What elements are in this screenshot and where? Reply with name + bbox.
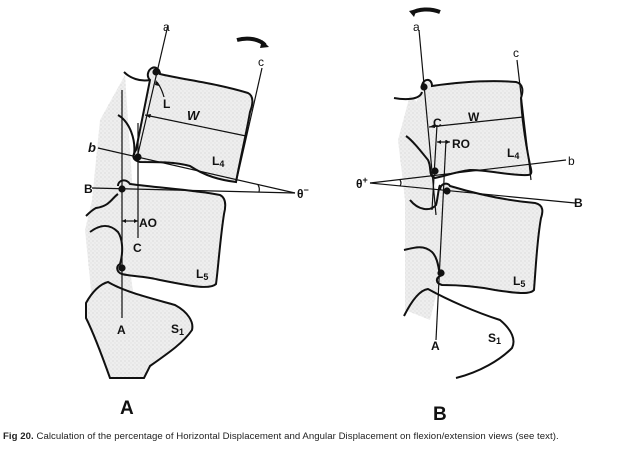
label-measure-ro-b: RO	[452, 137, 470, 151]
angle-arc-b	[399, 179, 402, 187]
label-vertebra-l4-b: L4	[507, 146, 519, 161]
measure-w-arrow-a	[145, 114, 151, 118]
landmark-dot-l5-superior-b	[443, 187, 451, 195]
label-vertebra-l5-b: L5	[513, 274, 525, 289]
landmark-dot-l5-superior-a	[118, 185, 126, 193]
l4-posterior-curve-a	[123, 71, 151, 82]
landmark-dot-l4-superior-b	[420, 83, 428, 91]
sacrum-s1-a	[85, 280, 194, 379]
label-sacrum-s1-a: S1	[171, 322, 184, 337]
measure-w-a	[144, 114, 247, 137]
line-a-a	[136, 24, 169, 159]
landmark-dot-l5-inferior-a	[118, 264, 126, 272]
landmark-dot-l4-superior-a	[152, 68, 160, 76]
label-line-c-b: c	[513, 46, 519, 60]
landmark-dot-l4-inferior-b	[431, 167, 439, 175]
measure-ao-arrow-right-a	[134, 219, 138, 223]
line-B-a	[91, 187, 296, 194]
panel-label-a: A	[120, 398, 134, 419]
angle-arc-a	[257, 184, 260, 193]
panel-a: a c b B A C L W AO θ− L4 L5 S1 A	[84, 20, 309, 419]
label-line-a-a: a	[163, 20, 170, 34]
label-line-c-a: c	[258, 55, 264, 69]
landmark-dot-l5-inferior-b	[437, 269, 445, 277]
line-B-b	[369, 182, 576, 204]
figure-caption-text: Calculation of the percentage of Horizon…	[36, 431, 559, 442]
label-line-A-b: A	[431, 339, 440, 353]
label-measure-w-a: W	[187, 108, 201, 123]
l4-posterior-curve-b	[393, 91, 423, 101]
line-c-b	[516, 59, 532, 181]
measure-l-arrow-a	[156, 81, 165, 98]
rotation-arrowhead-a	[260, 40, 269, 48]
label-line-b-b: b	[568, 154, 575, 168]
label-line-B-a: B	[84, 182, 93, 196]
measure-ro-arrow-left-b	[437, 140, 441, 144]
measure-w-b	[428, 116, 524, 128]
label-angle-a: θ−	[297, 185, 309, 201]
l4-posterior-curve2-a	[117, 114, 136, 156]
label-line-C-a: C	[133, 241, 142, 255]
label-line-a-b: a	[413, 20, 420, 34]
label-line-A-a: A	[117, 323, 126, 337]
landmark-dot-l4-inferior-a	[134, 153, 142, 161]
label-sacrum-s1-b: S1	[488, 331, 501, 346]
label-vertebra-l5-a: L5	[196, 267, 208, 282]
rotation-arrowhead-b	[409, 9, 417, 17]
measure-ao-arrow-left-a	[122, 219, 126, 223]
l5-posterior-curve-a	[85, 193, 119, 217]
vertebra-l4-b	[405, 78, 533, 180]
label-angle-b: θ+	[356, 175, 368, 191]
line-A-b	[435, 139, 447, 341]
label-line-B-b: B	[574, 196, 583, 210]
label-vertebra-l4-a: L4	[212, 154, 224, 169]
line-b-b	[369, 159, 567, 184]
rotation-arrow-a	[236, 36, 267, 47]
label-measure-l-a: L	[163, 97, 170, 111]
sacrum-s1-b	[403, 287, 515, 379]
line-c-a	[235, 67, 263, 184]
panel-b: a c b B A C W RO θ+ L4 L5 S1 B	[356, 7, 583, 425]
label-measure-w-b: W	[468, 110, 480, 124]
figure-caption: Fig 20. Calculation of the percentage of…	[3, 431, 559, 442]
measure-w-arrow-b	[429, 124, 435, 128]
label-line-b-a: b	[88, 140, 96, 155]
panel-label-b: B	[433, 404, 447, 425]
vertebra-l5-b	[403, 182, 544, 294]
line-b-a	[97, 147, 296, 194]
measure-ro-arrow-right-b	[446, 140, 450, 144]
figure-number: Fig 20.	[3, 431, 34, 442]
label-line-C-b: C	[433, 116, 442, 130]
label-measure-ao-a: AO	[139, 216, 157, 230]
measure-l-arrowhead-a	[155, 80, 159, 86]
